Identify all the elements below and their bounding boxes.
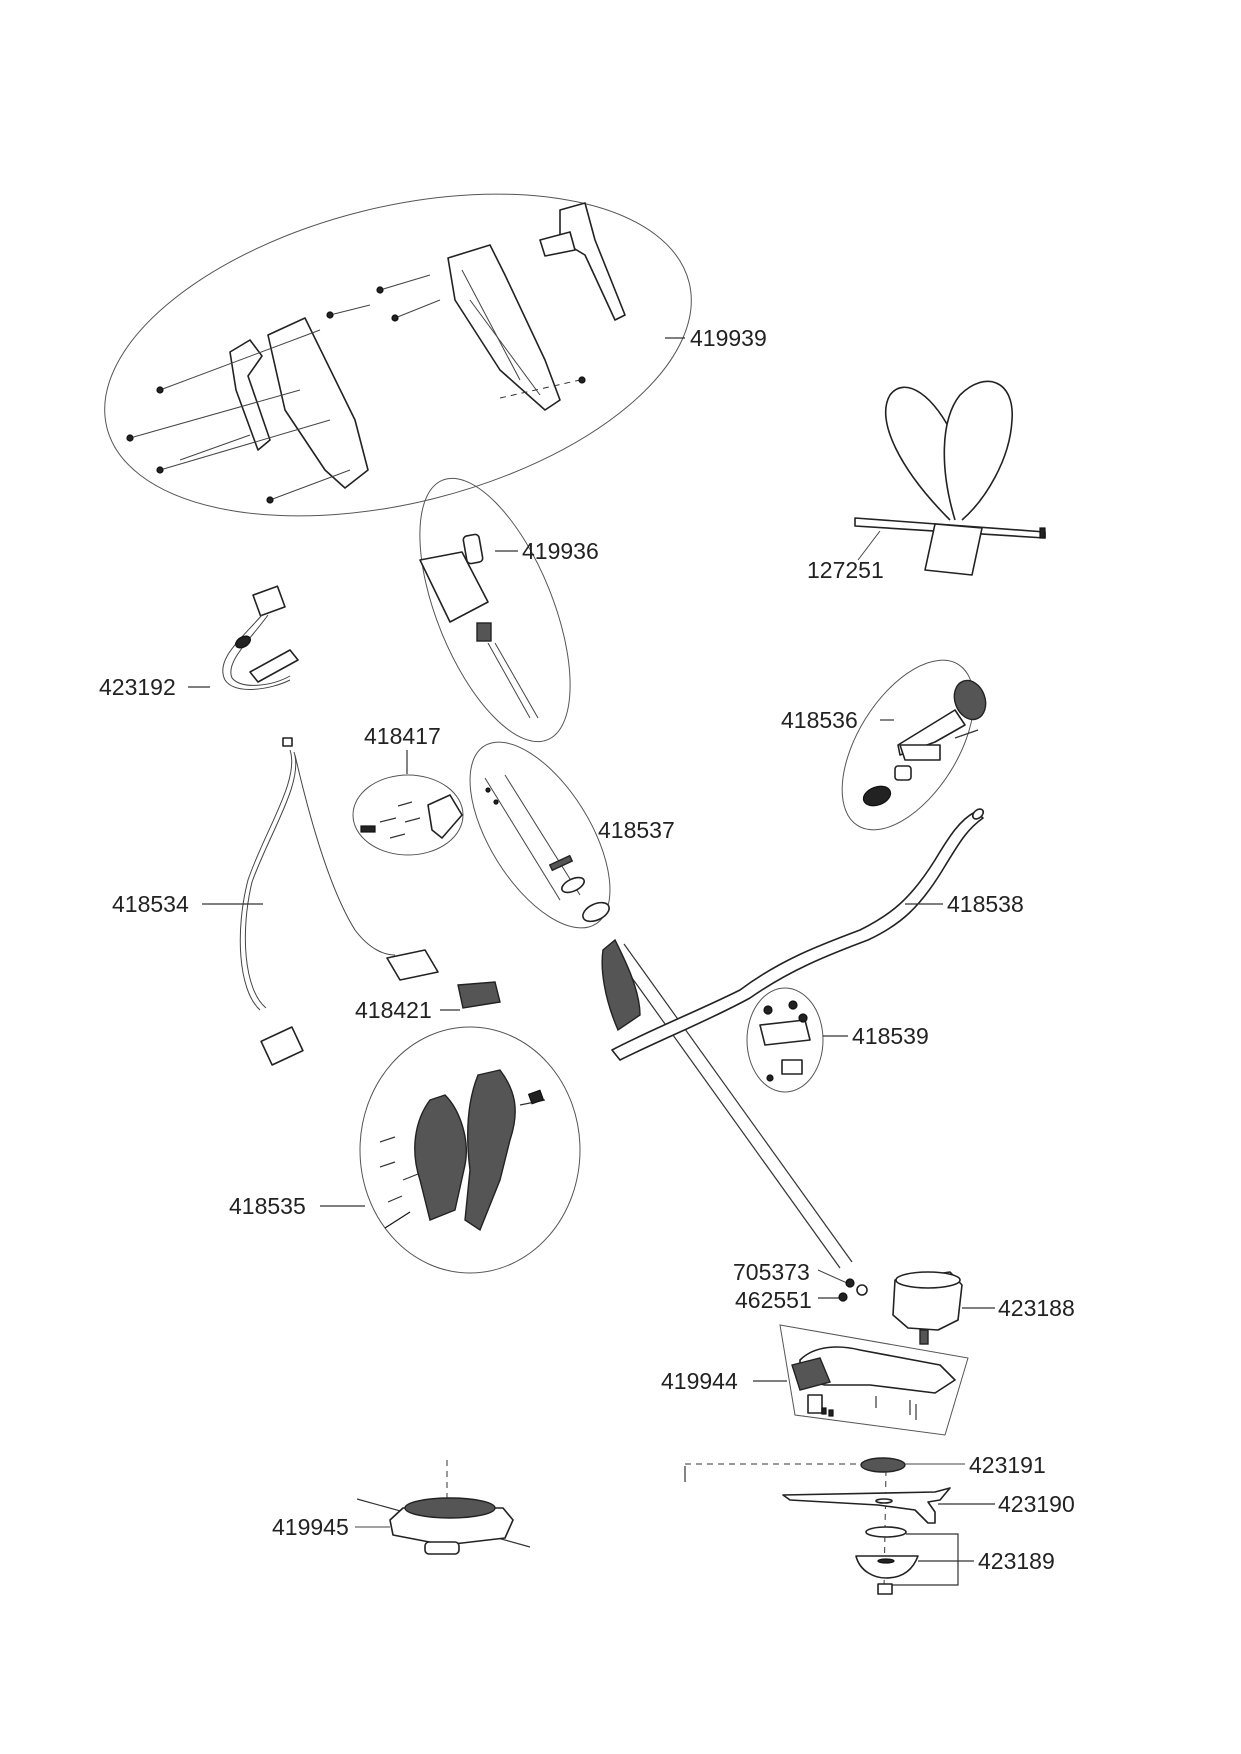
part-group-418536: 418536 (781, 659, 987, 831)
part-label-418417: 418417 (364, 723, 441, 749)
part-group-418538: 418538 (611, 808, 1024, 1061)
housing-right-half (447, 244, 561, 411)
part-label-418538: 418538 (947, 891, 1024, 917)
housing-bracket (229, 339, 271, 451)
blade (782, 1487, 951, 1524)
group-outline (746, 987, 824, 1093)
lower-flange (865, 1526, 907, 1538)
part-group-127251: 127251 (807, 380, 1046, 583)
part-label-418534: 418534 (112, 891, 189, 917)
part-group-419945: 419945 (272, 1460, 531, 1555)
group-outline (469, 741, 611, 929)
cable-wire (239, 749, 293, 1011)
trigger-handle-right (464, 1069, 516, 1232)
trimmer-head-cap (404, 1497, 496, 1519)
part-group-418421: 418421 (355, 949, 501, 1023)
part-group-423192: 423192 (99, 585, 299, 700)
part-label-423190: 423190 (998, 1491, 1075, 1517)
part-label-127251: 127251 (807, 557, 884, 583)
part-label-418537: 418537 (598, 817, 675, 843)
cable-plug (260, 1026, 304, 1066)
group-outline (104, 193, 692, 517)
grip-knob (953, 679, 987, 721)
trimmer-head-body (389, 1507, 514, 1546)
nut-462551 (838, 1292, 848, 1302)
part-label-419936: 419936 (522, 538, 599, 564)
part-label-423191: 423191 (969, 1452, 1046, 1478)
harness-plug (252, 585, 286, 617)
part-group-418537: 418537 (469, 741, 675, 929)
handlebar-tube (611, 811, 984, 1061)
housing-handle-piece (559, 202, 626, 321)
grip-sleeve (894, 765, 912, 781)
strap-pad (924, 523, 983, 576)
part-label-423192: 423192 (99, 674, 176, 700)
leader-line (817, 1269, 848, 1284)
blade-nut (877, 1583, 893, 1595)
part-label-418536: 418536 (781, 707, 858, 733)
part-label-462551: 462551 (735, 1287, 812, 1313)
guard-shield (799, 1346, 956, 1394)
part-label-418539: 418539 (852, 1023, 929, 1049)
part-label-423189: 423189 (978, 1548, 1055, 1574)
part-group-418535: 418535 (229, 1026, 581, 1274)
cable-clip (457, 981, 501, 1009)
leader-line (857, 530, 881, 561)
trigger-housing (601, 938, 641, 1032)
part-group-418534: 418534 (112, 737, 396, 1066)
grip-nut-plate (862, 785, 892, 807)
part-group-419936: 419936 (419, 477, 599, 743)
part-label-418421: 418421 (355, 997, 432, 1023)
strap-loop-right (943, 380, 1013, 521)
connector-block (476, 622, 492, 642)
leader-line (892, 1533, 959, 1586)
part-group-419939: 419939 (104, 193, 767, 517)
part-label-705373: 705373 (733, 1259, 810, 1285)
main-shaft (601, 938, 853, 1269)
group-outline (359, 1026, 581, 1274)
part-label-418535: 418535 (229, 1193, 306, 1219)
clamp-lower (781, 1059, 803, 1075)
group-outline (779, 1324, 969, 1436)
group-outline (841, 659, 975, 831)
upper-flange (860, 1457, 906, 1473)
part-group-418417: 418417 (352, 723, 464, 856)
part-group-blade-stack: 423191 423190 423189 (684, 1452, 1075, 1595)
harness-terminal-strip (249, 649, 299, 683)
housing-screws (126, 274, 586, 504)
group-outline (352, 774, 464, 856)
cable-clip-plate (386, 949, 439, 981)
part-group-423188: 705373 462551 423188 (733, 1259, 1075, 1345)
switch-cap (462, 533, 484, 565)
housing-left-half (267, 317, 369, 489)
trigger-handle-left (414, 1094, 467, 1221)
clamp-bracket (427, 794, 463, 839)
part-group-419944: 419944 (661, 1324, 969, 1436)
screw-705373 (845, 1278, 855, 1288)
group-outline (419, 477, 571, 743)
cup (855, 1555, 919, 1579)
part-label-419945: 419945 (272, 1514, 349, 1540)
part-label-423188: 423188 (998, 1295, 1075, 1321)
clamp-upper (759, 1019, 811, 1046)
part-label-419944: 419944 (661, 1368, 738, 1394)
part-group-418539: 418539 (746, 987, 929, 1093)
part-label-419939: 419939 (690, 325, 767, 351)
switch-board (419, 551, 489, 623)
